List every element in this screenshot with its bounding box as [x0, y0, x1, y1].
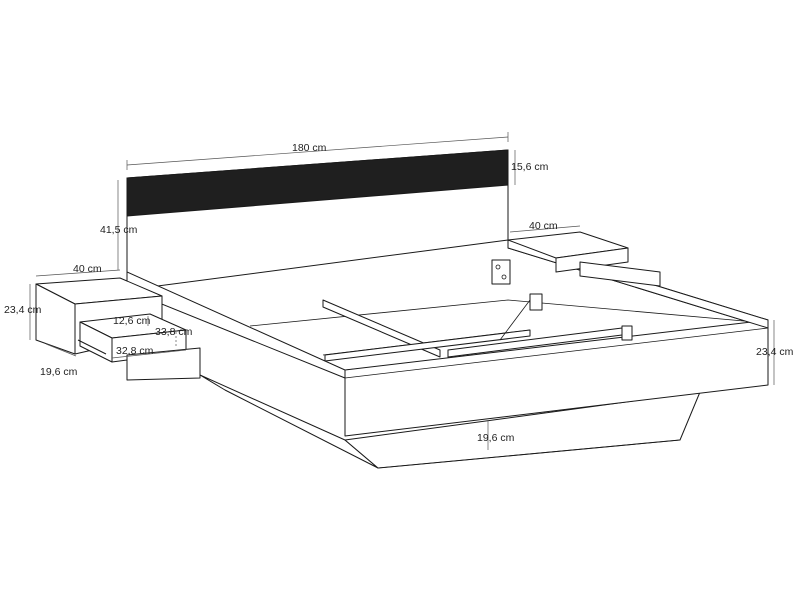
dimension-lines	[29, 132, 775, 450]
dim-bed-width: 180 cm	[292, 142, 327, 154]
dim-headboard-band: 15,6 cm	[511, 161, 549, 173]
dim-right-nightstand-width: 40 cm	[529, 220, 558, 232]
metal-bracket	[491, 259, 511, 285]
dim-left-nightstand-height: 23,4 cm	[4, 304, 42, 316]
dim-base-height: 19,6 cm	[477, 432, 515, 444]
dim-drawer-depth: 33,8 cm	[155, 326, 193, 338]
dim-headboard-height: 41,5 cm	[100, 224, 138, 236]
bed-base	[199, 374, 701, 469]
dim-left-nightstand-depth: 19,6 cm	[40, 366, 78, 378]
headboard	[126, 149, 509, 291]
left-nightstand	[35, 277, 201, 381]
dim-frame-height: 23,4 cm	[756, 346, 794, 358]
dim-drawer-width: 32,8 cm	[116, 345, 154, 357]
right-nightstand	[507, 231, 661, 287]
headboard-band	[126, 149, 509, 217]
dim-drawer-height: 12,6 cm	[113, 315, 151, 327]
dim-left-nightstand-width: 40 cm	[73, 263, 102, 275]
